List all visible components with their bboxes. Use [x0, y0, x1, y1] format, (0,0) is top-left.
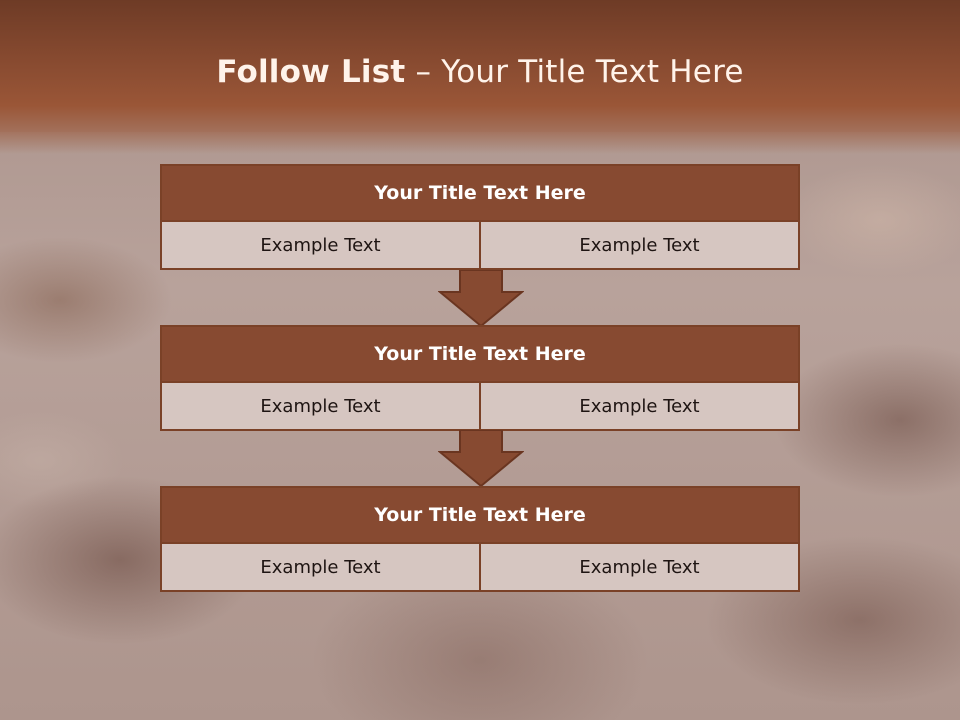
list-block-3: Your Title Text Here Example Text Exampl…	[160, 486, 800, 592]
block-cell-right: Example Text	[479, 222, 798, 268]
slide-title: Follow List – Your Title Text Here	[0, 54, 960, 90]
block-row: Example Text Example Text	[162, 544, 798, 590]
slide-title-rest: – Your Title Text Here	[405, 54, 744, 90]
block-title: Your Title Text Here	[162, 166, 798, 222]
block-row: Example Text Example Text	[162, 222, 798, 268]
block-cell-left: Example Text	[260, 395, 381, 417]
block-cell-right: Example Text	[479, 383, 798, 429]
block-title: Your Title Text Here	[162, 327, 798, 383]
block-cell-right: Example Text	[479, 544, 798, 590]
block-cell-left: Example Text	[260, 556, 381, 578]
down-arrow-icon	[438, 270, 524, 328]
block-row: Example Text Example Text	[162, 383, 798, 429]
block-cell-left: Example Text	[260, 234, 381, 256]
list-block-2: Your Title Text Here Example Text Exampl…	[160, 325, 800, 431]
slide-title-bold: Follow List	[216, 54, 406, 90]
list-block-1: Your Title Text Here Example Text Exampl…	[160, 164, 800, 270]
block-title: Your Title Text Here	[162, 488, 798, 544]
title-bar	[0, 0, 960, 154]
down-arrow-icon	[438, 430, 524, 488]
